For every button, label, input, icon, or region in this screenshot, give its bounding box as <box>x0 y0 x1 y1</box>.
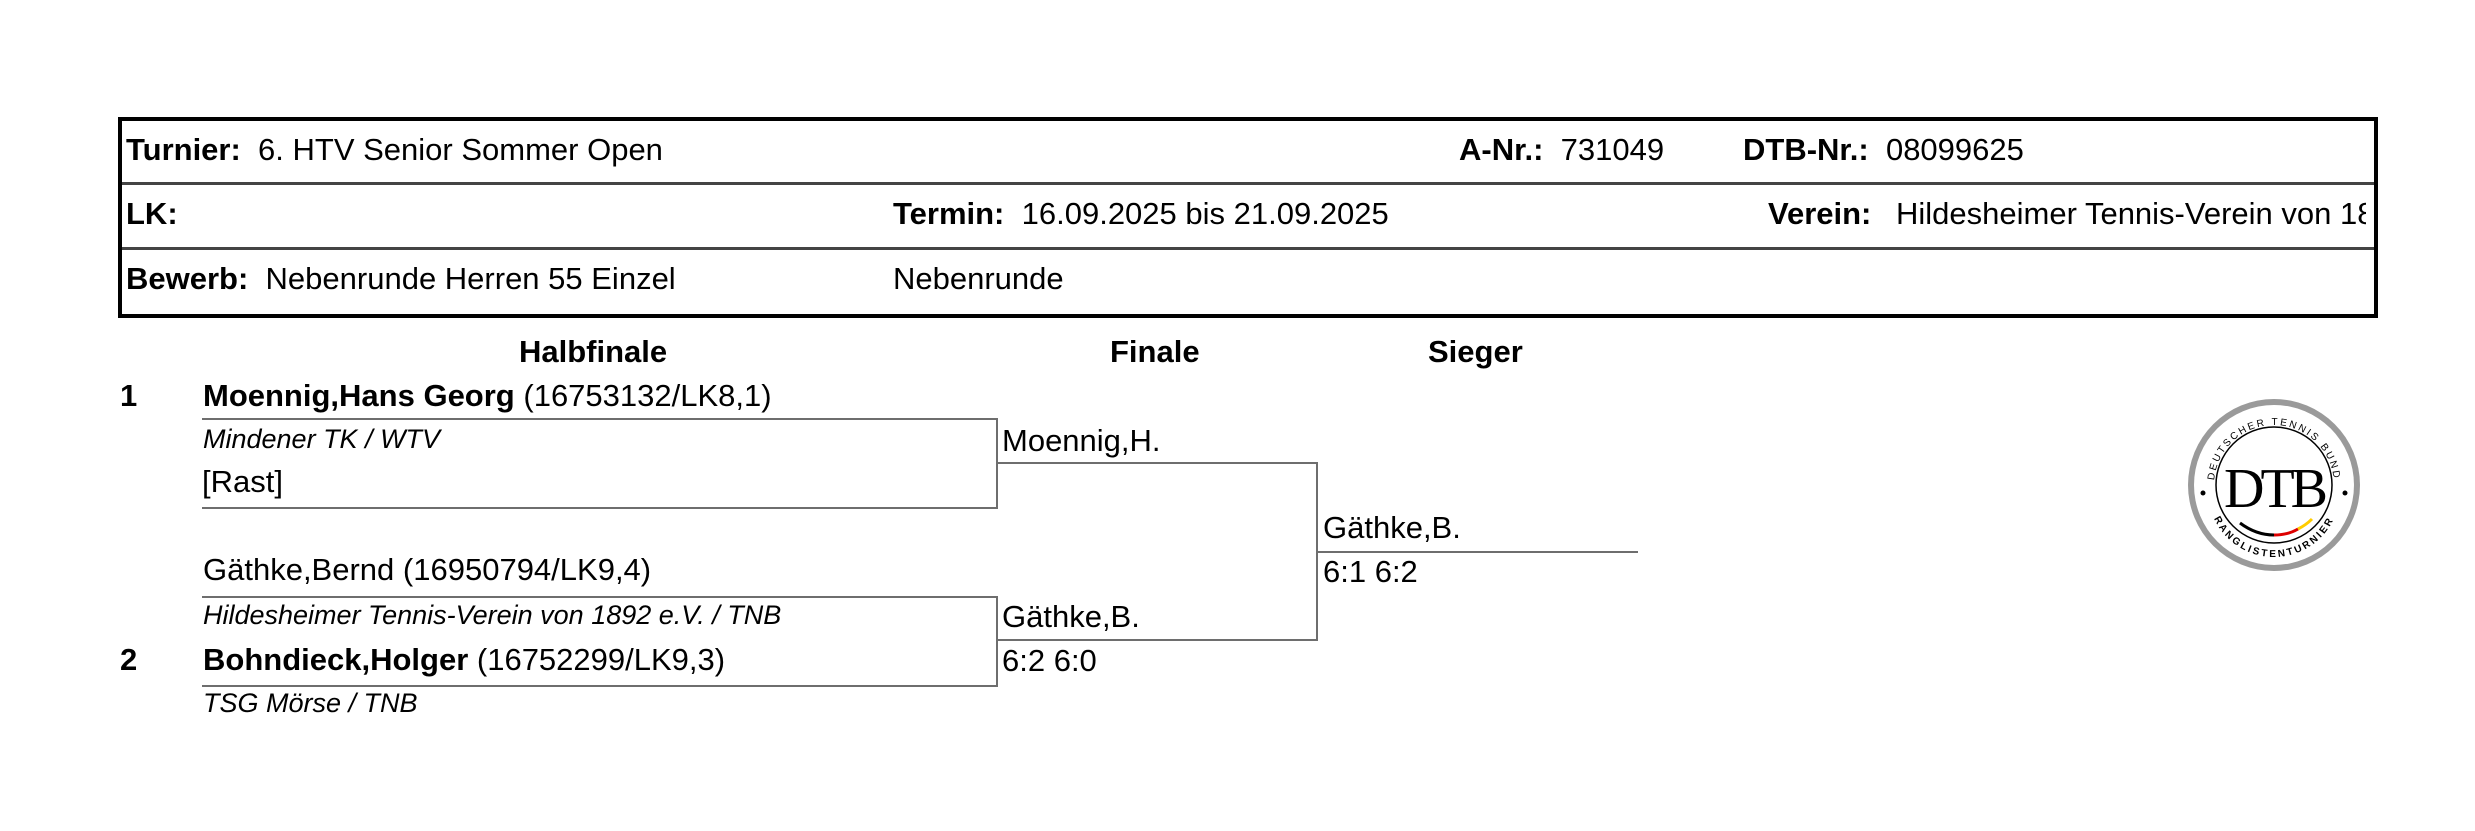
bewerb-type: Nebenrunde <box>893 261 1064 296</box>
player-info: (16752299/LK9,3) <box>476 642 726 677</box>
bewerb-value: Nebenrunde Herren 55 Einzel <box>265 261 676 296</box>
bracket-line <box>997 462 1317 464</box>
termin-value: 16.09.2025 bis 21.09.2025 <box>1021 196 1389 231</box>
anr-value: 731049 <box>1560 132 1665 167</box>
logo-inner-circle <box>2215 426 2333 544</box>
player-name: Bohndieck,Holger <box>203 642 469 677</box>
player-info: (16950794/LK9,4) <box>402 552 652 587</box>
turnier-value: 6. HTV Senior Sommer Open <box>258 132 663 167</box>
logo-inner-field <box>2194 405 2354 565</box>
turnier-label: Turnier: <box>126 132 241 167</box>
player-entry: Moennig,Hans Georg (16753132/LK8,1) <box>203 380 772 411</box>
termin-label: Termin: <box>893 196 1005 231</box>
logo-flag-red <box>2273 527 2299 537</box>
player-info: (16753132/LK8,1) <box>523 378 772 413</box>
sieger-winner: Gäthke,B. <box>1323 510 1461 545</box>
row-divider <box>122 182 2374 185</box>
opponent-bye: [Rast] <box>202 464 283 499</box>
bracket-line <box>202 418 997 420</box>
turnier-field: Turnier: 6. HTV Senior Sommer Open <box>126 134 663 165</box>
round-header-sieger: Sieger <box>1428 334 1523 369</box>
lk-label: LK: <box>126 196 178 231</box>
player-club: Hildesheimer Tennis-Verein von 1892 e.V.… <box>203 600 782 630</box>
finale-score: 6:2 6:0 <box>1002 643 1097 678</box>
anr-field: A-Nr.: 731049 <box>1459 134 1664 165</box>
round-header-finale: Finale <box>1110 334 1200 369</box>
anr-label: A-Nr.: <box>1459 132 1544 167</box>
finale-winner: Moennig,H. <box>1002 423 1161 458</box>
bewerb-field: Bewerb: Nebenrunde Herren 55 Einzel <box>126 263 676 294</box>
row-divider <box>122 247 2374 250</box>
logo-dot-left <box>2200 490 2206 496</box>
logo-center-text: DTB <box>2224 458 2326 520</box>
bracket-line <box>202 596 997 598</box>
player-name: Gäthke,Bernd <box>203 552 395 587</box>
seed-number: 1 <box>120 378 138 413</box>
bracket-line <box>997 639 1317 641</box>
termin-field: Termin: 16.09.2025 bis 21.09.2025 <box>893 198 1389 229</box>
player-club: TSG Mörse / TNB <box>203 688 418 718</box>
bewerb-label: Bewerb: <box>126 261 249 296</box>
dtb-ranglistenturnier-logo: DEUTSCHER TENNIS BUND RANGLISTENTURNIER … <box>2188 399 2360 571</box>
bracket-line <box>202 507 997 509</box>
verein-label-wrap: Verein: <box>1768 198 1871 229</box>
lk-field: LK: <box>126 198 178 229</box>
logo-dot-right <box>2342 490 2348 496</box>
logo-flag-gold <box>2297 517 2314 531</box>
finale-winner: Gäthke,B. <box>1002 599 1140 634</box>
seed-number: 2 <box>120 642 138 677</box>
bracket-line <box>202 685 997 687</box>
verein-label: Verein: <box>1768 196 1872 231</box>
dtbnr-value: 08099625 <box>1885 132 2024 167</box>
player-name: Moennig,Hans Georg <box>203 378 515 413</box>
bracket-line <box>1317 551 1638 553</box>
logo-flag-black <box>2239 521 2275 537</box>
player-entry: Gäthke,Bernd (16950794/LK9,4) <box>203 554 651 585</box>
sieger-score: 6:1 6:2 <box>1323 554 1418 589</box>
verein-value-clip: Hildesheimer Tennis-Verein von 1892 e.V. <box>1896 198 2366 229</box>
dtbnr-label: DTB-Nr.: <box>1743 132 1869 167</box>
player-entry: Bohndieck,Holger (16752299/LK9,3) <box>203 644 725 675</box>
round-header-halbfinale: Halbfinale <box>519 334 668 369</box>
verein-value: Hildesheimer Tennis-Verein von 1892 e.V. <box>1896 198 2366 229</box>
player-club: Mindener TK / WTV <box>203 424 441 454</box>
tournament-info-box <box>118 117 2378 318</box>
dtbnr-field: DTB-Nr.: 08099625 <box>1743 134 2024 165</box>
bracket-connector <box>996 596 998 687</box>
